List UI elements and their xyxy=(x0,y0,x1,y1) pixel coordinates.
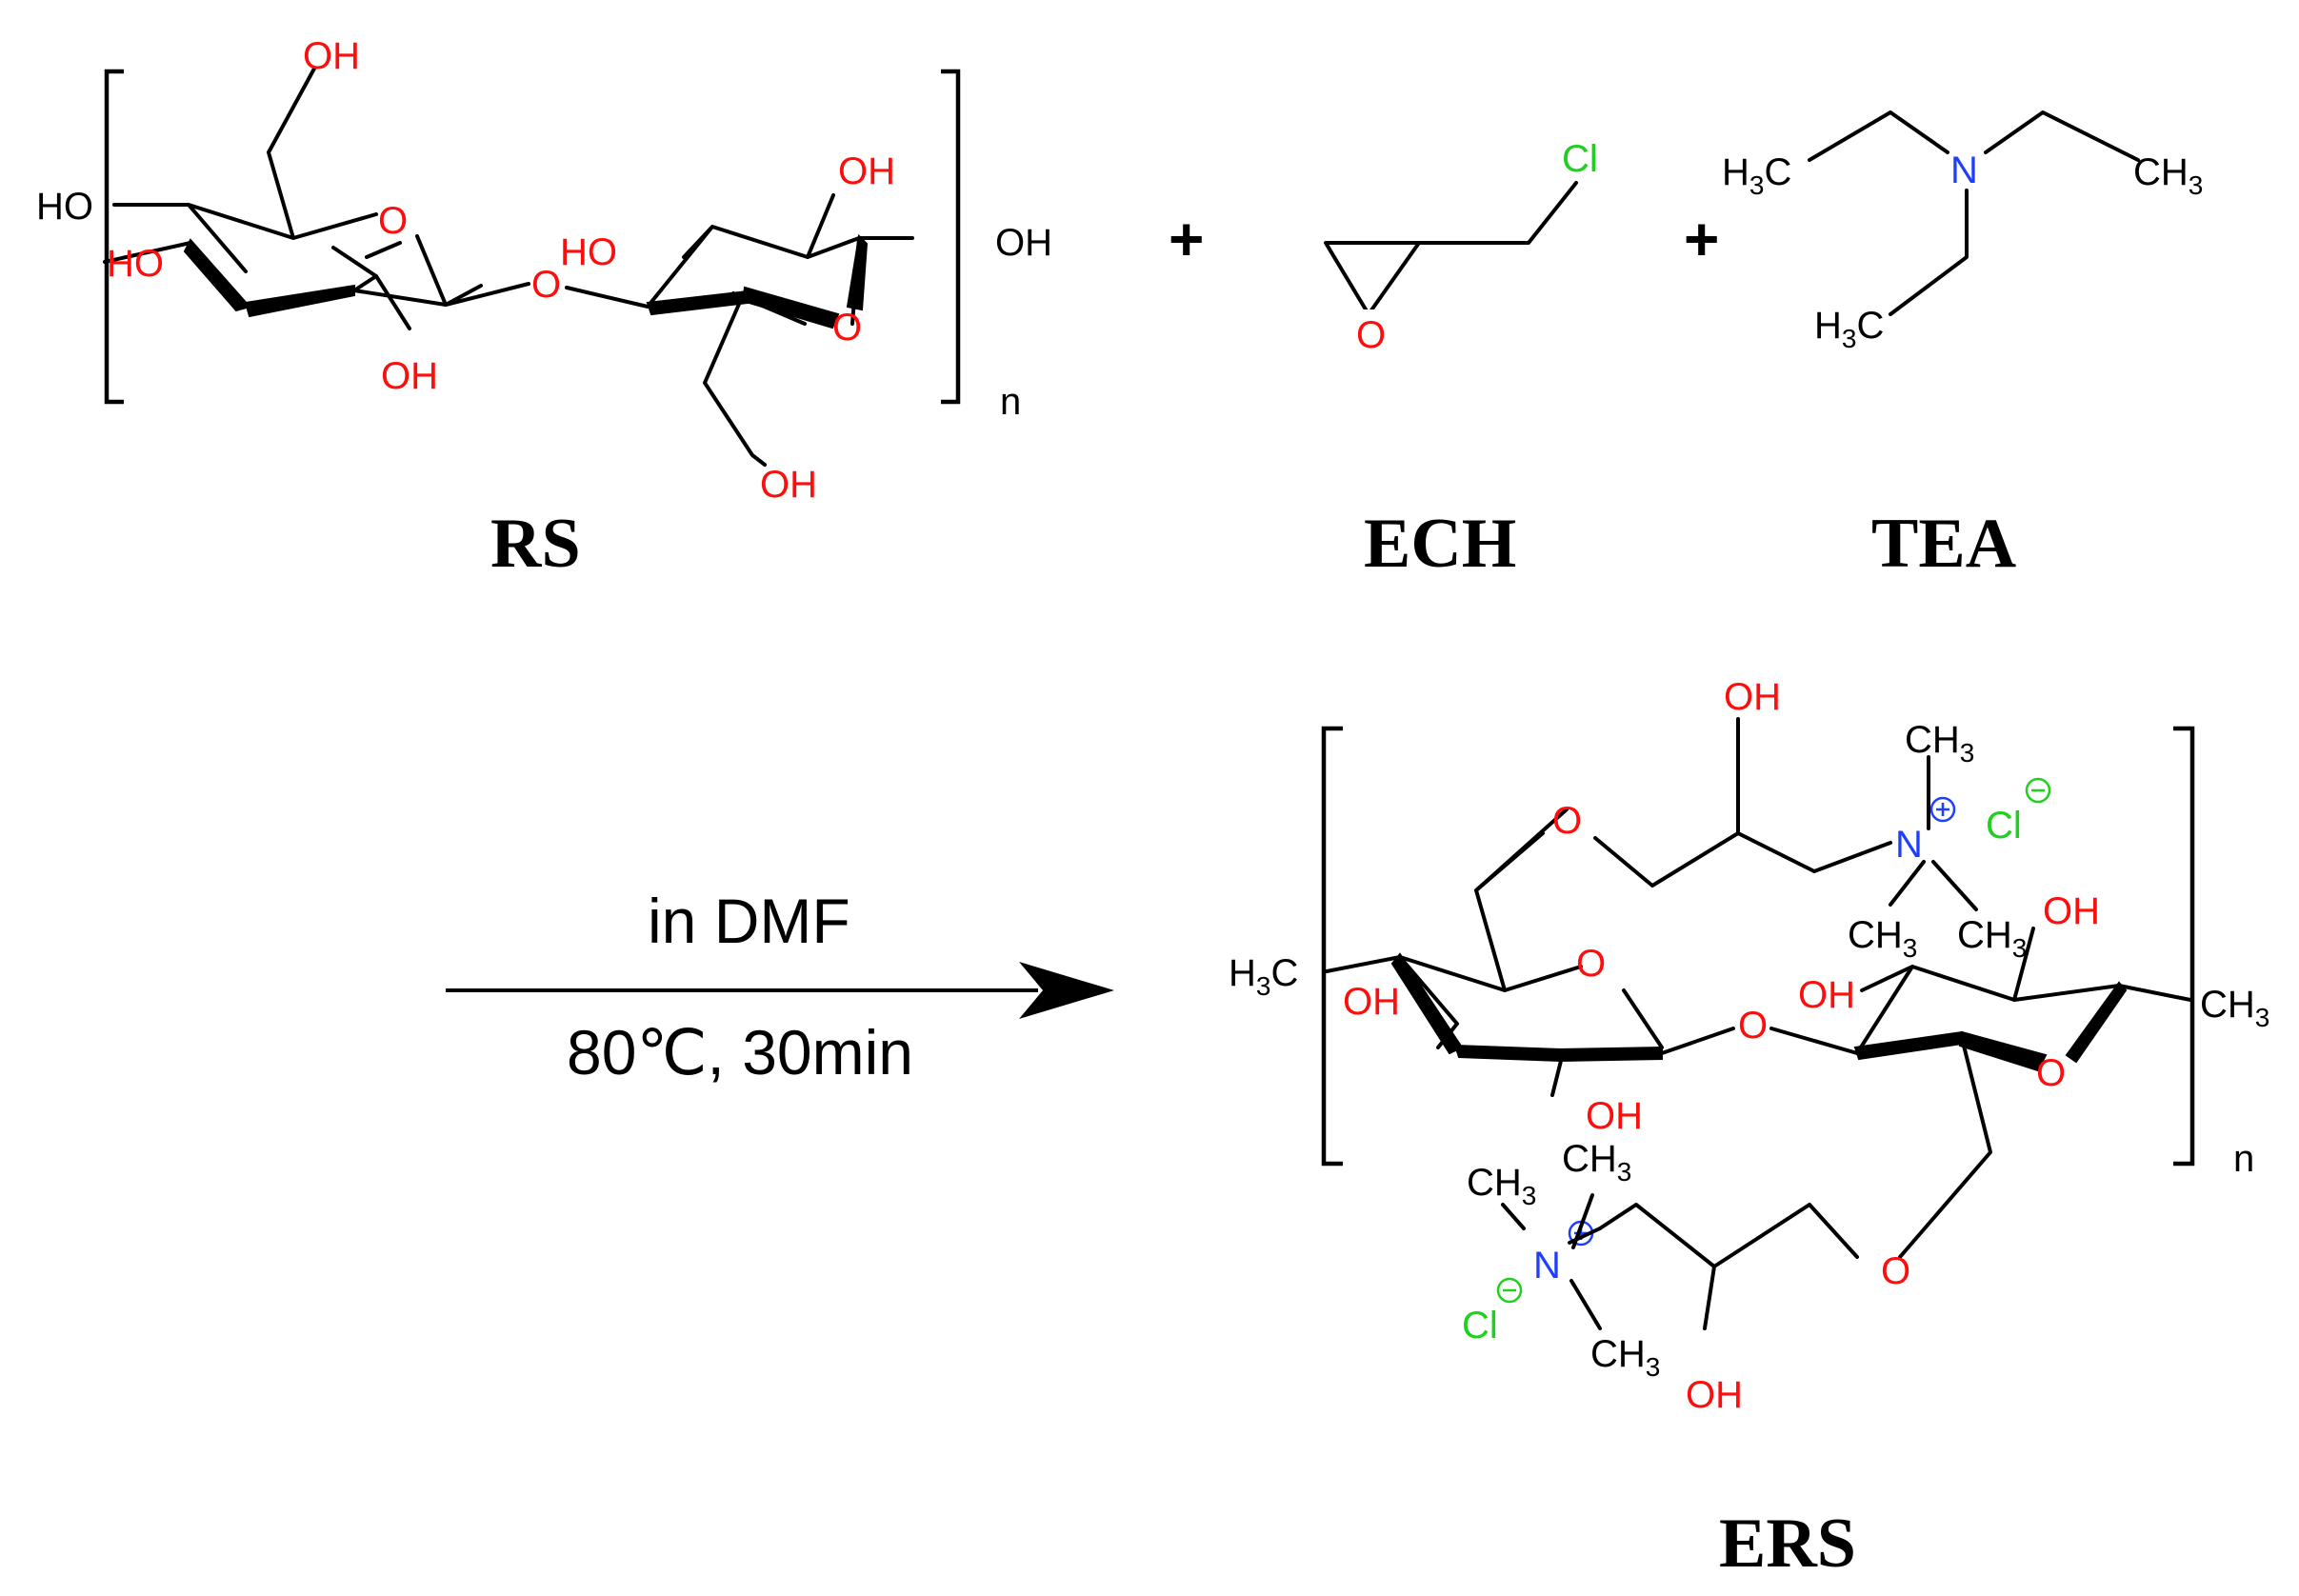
ers-bottom-chloride: Cl xyxy=(1462,1277,1523,1347)
ech-cl: Cl xyxy=(1562,138,1598,180)
ers-top-ether-o: O xyxy=(1552,800,1582,842)
plus-sign-1: + xyxy=(1169,205,1204,273)
svg-text:CH3: CH3 xyxy=(1957,914,2027,963)
rs-oh-right: OH xyxy=(995,222,1052,264)
ers-top-ch3-down-right: CH3 xyxy=(1957,914,2027,963)
ers-ring1-wedge-b xyxy=(1453,1044,1561,1063)
rs-bridge-o: O xyxy=(531,264,561,306)
ers-left-bracket xyxy=(1321,726,1343,1167)
svg-text:Cl: Cl xyxy=(1462,1305,1498,1347)
ers-ring1-o: O xyxy=(1576,943,1606,985)
rs-repeat-n: n xyxy=(1000,381,1021,423)
ers-top-n-charge xyxy=(1929,796,1956,823)
rs-oh-bottom: OH xyxy=(381,355,438,397)
tea-n: N xyxy=(1950,150,1978,191)
ers-bottom-oh: OH xyxy=(1686,1374,1743,1416)
ers-top-chloride: Cl xyxy=(1986,777,2051,847)
ers-bottom-ch3-c: CH3 xyxy=(1590,1333,1660,1382)
tea-ch3-right: CH3 xyxy=(2133,151,2203,200)
rs-right-bracket xyxy=(941,69,961,405)
ech-label: ECH xyxy=(1364,505,1516,583)
svg-text:CH3: CH3 xyxy=(1848,914,1917,963)
ers-right-bracket xyxy=(2173,726,2195,1167)
ech-bonds xyxy=(1324,181,1578,316)
rs-ring1-o: O xyxy=(378,200,408,242)
ers-ch3-left: H3C xyxy=(1229,952,1298,1001)
tea-label: TEA xyxy=(1871,505,2016,583)
ers-oh-ring1: OH xyxy=(1343,981,1400,1023)
rs-ho-ring2: HO xyxy=(560,231,617,273)
ers-bottom-n-bonds xyxy=(1501,1193,1602,1330)
ers-glycosidic-bonds xyxy=(1660,1027,1859,1055)
ers-oh-ring2: OH xyxy=(1798,974,1855,1016)
svg-text:H3C: H3C xyxy=(1814,305,1884,353)
ers-label: ERS xyxy=(1719,1505,1856,1583)
ech-o: O xyxy=(1356,314,1386,356)
rs-ho-ring1: HO xyxy=(107,243,164,285)
rs-oh-ch2: OH xyxy=(760,464,817,506)
tea-bonds xyxy=(1808,110,2140,316)
tea-ch3-left: H3C xyxy=(1722,151,1791,200)
rs-structure xyxy=(103,67,961,467)
ers-bottom-ch3-a: CH3 xyxy=(1467,1162,1536,1210)
rs-atom-labels: OH HO O HO OH O HO OH O OH OH n xyxy=(36,35,1052,506)
ers-bottom-n: N xyxy=(1533,1245,1561,1287)
svg-text:CH3: CH3 xyxy=(1905,719,1974,768)
ers-bottom-ether-o: O xyxy=(1881,1250,1910,1292)
ers-top-n: N xyxy=(1895,824,1923,866)
ers-ring2-wedge-c xyxy=(2065,981,2128,1064)
reaction-arrow xyxy=(446,962,1114,1019)
condition-solvent: in DMF xyxy=(648,886,850,956)
svg-text:CH3: CH3 xyxy=(2133,151,2203,200)
rs-ring1-wedge-b xyxy=(244,284,355,318)
ers-ring1-wedge-c xyxy=(1555,1046,1663,1063)
ers-structure xyxy=(1321,717,2195,1330)
rs-ring1-bonds xyxy=(103,67,448,330)
tea-ch3-bottom: H3C xyxy=(1814,305,1884,353)
ers-top-ch3-down-left: CH3 xyxy=(1848,914,1917,963)
ers-top-oh: OH xyxy=(1724,676,1781,718)
ers-oh-ring2-top: OH xyxy=(2043,890,2100,932)
svg-text:Cl: Cl xyxy=(1986,805,2022,847)
ech-o-gap xyxy=(1350,309,1390,349)
rs-left-bracket xyxy=(104,69,124,405)
ers-top-chain-bonds xyxy=(1474,717,1978,911)
ers-ring2-wedge-a xyxy=(1853,1030,1963,1061)
rs-ring2-wedge-c xyxy=(846,233,869,311)
ers-oh-ring1-bottom: OH xyxy=(1586,1095,1643,1137)
rs-oh-ring2-top: OH xyxy=(838,150,895,192)
svg-text:H3C: H3C xyxy=(1722,151,1791,200)
rs-ring1-wedge-a xyxy=(183,238,251,312)
tea-structure: N H3C CH3 H3C xyxy=(1722,110,2203,353)
ers-repeat-n: n xyxy=(2233,1138,2254,1180)
rs-glycosidic-bonds xyxy=(444,282,650,309)
svg-text:CH3: CH3 xyxy=(1467,1162,1536,1210)
rs-ring2-wedge-b xyxy=(741,286,840,329)
rs-ho-left: HO xyxy=(36,186,93,228)
ers-ring1-wedge-a xyxy=(1390,952,1464,1055)
ers-bottom-ch3-b: CH3 xyxy=(1562,1138,1631,1187)
ers-top-ch3-up: CH3 xyxy=(1905,719,1974,768)
ers-ring2-wedge-b xyxy=(1958,1030,2048,1072)
svg-text:CH3: CH3 xyxy=(1590,1333,1660,1382)
arrow-head xyxy=(1019,962,1114,1019)
svg-text:CH3: CH3 xyxy=(1562,1138,1631,1187)
rs-ring2-wedge-a xyxy=(646,289,749,316)
rs-oh-top: OH xyxy=(303,35,360,77)
plus-sign-2: + xyxy=(1684,205,1719,273)
rs-ring2-o: O xyxy=(832,307,862,349)
rs-ring2-bonds xyxy=(646,193,914,467)
ers-ring2-o: O xyxy=(2036,1052,2066,1094)
ers-bridge-o: O xyxy=(1738,1005,1768,1047)
condition-temp-time: 80℃, 30min xyxy=(567,1017,913,1087)
ech-structure: O Cl xyxy=(1324,138,1598,356)
ers-atom-labels: H3C CH3 O OH OH O OH OH O O OH N CH3 CH3… xyxy=(1229,676,2269,1416)
rs-label: RS xyxy=(490,505,581,583)
ers-ch3-right: CH3 xyxy=(2200,984,2269,1032)
svg-text:CH3: CH3 xyxy=(2200,984,2269,1032)
svg-text:H3C: H3C xyxy=(1229,952,1298,1001)
